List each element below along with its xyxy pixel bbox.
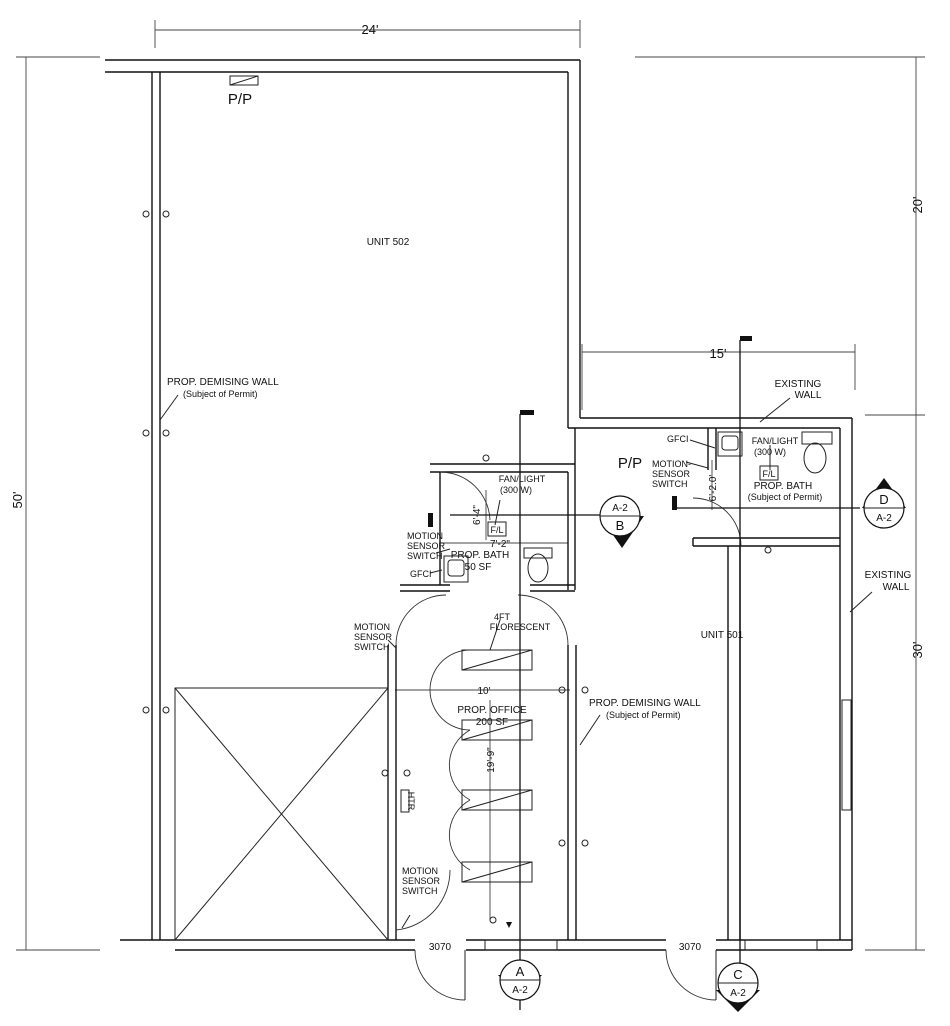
fan-light-1b: (300 W) bbox=[500, 485, 532, 495]
marker-a-letter: A bbox=[516, 964, 525, 979]
section-marker-text: A A-2 A-2 B C A-2 D A-2 bbox=[512, 492, 892, 999]
demising-left-1: PROP. DEMISING WALL bbox=[167, 377, 279, 388]
marker-d-letter: D bbox=[879, 492, 888, 507]
bath-502-b: 50 SF bbox=[465, 562, 492, 573]
existing-wall-right-2: WALL bbox=[883, 582, 910, 593]
dim-bath501-depth: 6'-2.0' bbox=[708, 475, 719, 502]
bath-501-b: (Subject of Permit) bbox=[748, 492, 823, 502]
marker-b-letter: B bbox=[616, 518, 625, 533]
florescent-a: 4FT bbox=[494, 612, 511, 622]
demising-right-2: (Subject of Permit) bbox=[606, 710, 681, 720]
section-marker-a bbox=[498, 959, 542, 1001]
demising-left-2: (Subject of Permit) bbox=[183, 389, 258, 399]
motion-1b: SENSOR bbox=[407, 541, 446, 551]
motion-1a: MOTION bbox=[407, 531, 443, 541]
marker-b-sheet: A-2 bbox=[612, 503, 628, 514]
fl-label-2: F/L bbox=[762, 469, 775, 479]
motion-4a: MOTION bbox=[402, 866, 438, 876]
marker-a-sheet: A-2 bbox=[512, 985, 528, 996]
office-a: PROP. OFFICE bbox=[457, 705, 527, 716]
motion-2c: SWITCH bbox=[652, 479, 688, 489]
unit-501-label: UNIT 501 bbox=[701, 630, 744, 641]
fan-light-1a: FAN/LIGHT bbox=[499, 474, 546, 484]
section-marker-d bbox=[862, 478, 906, 529]
dim-top-width: 24' bbox=[362, 22, 379, 37]
fl-label-1: F/L bbox=[490, 525, 503, 535]
gfci-2: GFCI bbox=[667, 434, 689, 444]
office-b: 200 SF bbox=[476, 717, 508, 728]
room-labels: P/P P/P UNIT 502 UNIT 501 PROP. DEMISING… bbox=[167, 91, 912, 953]
walls bbox=[105, 59, 853, 951]
light-fixtures bbox=[461, 649, 533, 883]
pp-label-right: P/P bbox=[618, 455, 642, 472]
motion-1c: SWITCH bbox=[407, 551, 443, 561]
dim-lower-right: 30' bbox=[910, 642, 925, 659]
motion-2b: SENSOR bbox=[652, 469, 691, 479]
marker-c-sheet: A-2 bbox=[730, 988, 746, 999]
motion-4b: SENSOR bbox=[402, 876, 441, 886]
dim-upper-right: 20' bbox=[910, 197, 925, 214]
section-cut-lines bbox=[428, 336, 860, 1010]
pp-label-top: P/P bbox=[228, 91, 252, 108]
outlets bbox=[142, 210, 772, 928]
dim-overall-height: 50' bbox=[10, 492, 25, 509]
htr-label: HTR bbox=[406, 792, 416, 811]
door-label-1: 3070 bbox=[429, 942, 452, 953]
section-marker-b bbox=[599, 495, 644, 548]
motion-3b: SENSOR bbox=[354, 632, 393, 642]
dim-office-width: 10' bbox=[477, 686, 490, 697]
section-marker-c bbox=[716, 962, 760, 1012]
motion-4c: SWITCH bbox=[402, 886, 438, 896]
bath-502-a: PROP. BATH bbox=[451, 550, 510, 561]
fan-light-2a: FAN/LIGHT bbox=[752, 436, 799, 446]
dimension-text: 24' 50' 20' 30' 15' 7'-2" 6'-4" 6'-2.0' … bbox=[10, 22, 925, 773]
plumbing-fixtures bbox=[229, 75, 833, 813]
door-label-2: 3070 bbox=[679, 942, 702, 953]
existing-wall-top-2: WALL bbox=[795, 390, 822, 401]
bath-501-a: PROP. BATH bbox=[754, 481, 813, 492]
demising-right-1: PROP. DEMISING WALL bbox=[589, 698, 701, 709]
fan-light-2b: (300 W) bbox=[754, 447, 786, 457]
florescent-b: FLORESCENT bbox=[490, 622, 551, 632]
motion-3c: SWITCH bbox=[354, 642, 390, 652]
motion-3a: MOTION bbox=[354, 622, 390, 632]
dim-office-depth: 19'-9" bbox=[486, 747, 497, 773]
marker-c-letter: C bbox=[733, 967, 742, 982]
shaft-box bbox=[174, 687, 389, 941]
existing-wall-top-1: EXISTING bbox=[775, 379, 822, 390]
dim-bath502-width: 7'-2" bbox=[490, 539, 510, 550]
gfci-1: GFCI bbox=[410, 569, 432, 579]
unit-502-label: UNIT 502 bbox=[367, 237, 410, 248]
motion-2a: MOTION- bbox=[652, 459, 691, 469]
marker-d-sheet: A-2 bbox=[876, 513, 892, 524]
dim-unit501-width: 15' bbox=[710, 346, 727, 361]
existing-wall-right-1: EXISTING bbox=[865, 570, 912, 581]
leader-lines bbox=[159, 394, 873, 929]
dim-bath502-depth: 6'-4" bbox=[472, 505, 483, 525]
